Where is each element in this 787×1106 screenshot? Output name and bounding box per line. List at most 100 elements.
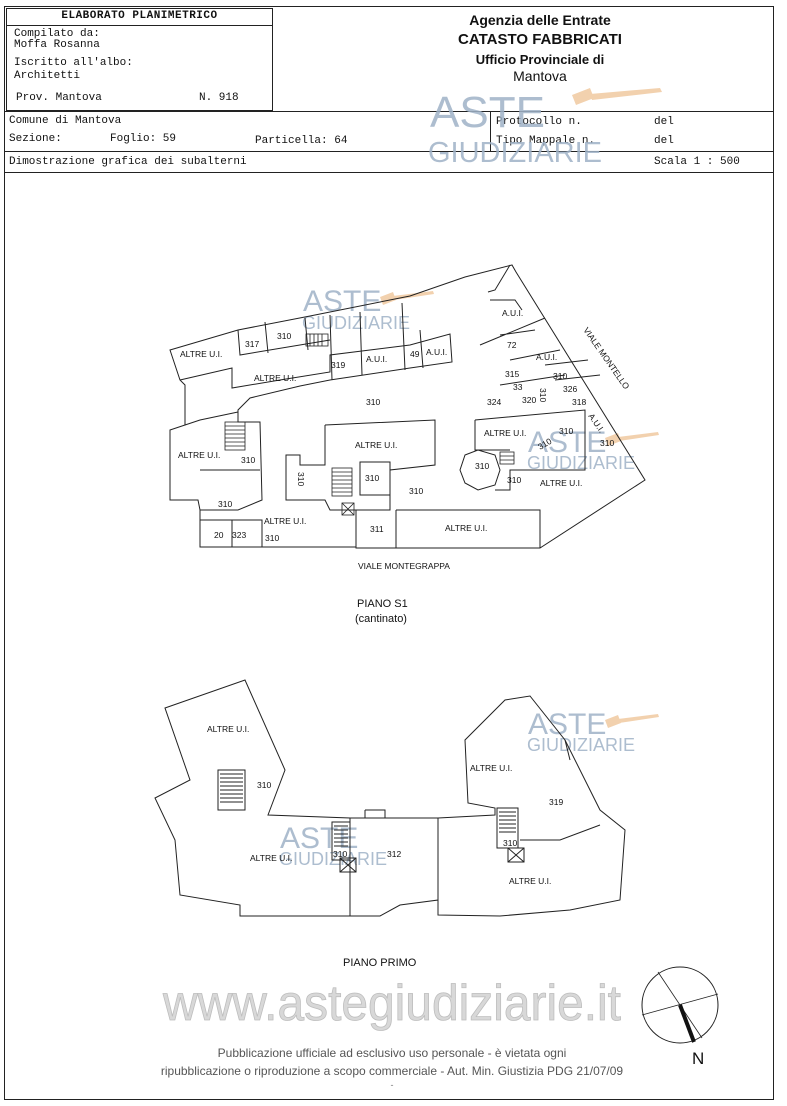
watermark-aste: ASTE xyxy=(528,708,606,741)
compilato-name: Moffa Rosanna xyxy=(14,39,100,51)
comune: Comune di Mantova xyxy=(9,115,122,127)
watermark-giudiziarie: GIUDIZIARIE xyxy=(527,735,635,755)
s1-label-33: 33 xyxy=(513,382,523,392)
dimostrazione: Dimostrazione grafica dei subalterni xyxy=(9,156,247,168)
watermark-giudiziarie: GIUDIZIARIE xyxy=(527,453,635,473)
s1-label-310-r4: 310 xyxy=(600,438,614,448)
s1-label-72: 72 xyxy=(507,340,517,350)
s1-label-320: 320 xyxy=(522,395,536,405)
footer-line-2: ripubblicazione o riproduzione a scopo c… xyxy=(161,1064,624,1078)
s1-label-310-top: 310 xyxy=(277,331,291,341)
s1-label-311: 311 xyxy=(370,524,384,534)
s1-label-310-r1: 310 xyxy=(553,371,567,381)
p1-caption: PIANO PRIMO xyxy=(343,957,417,969)
s1-label-319: 319 xyxy=(331,360,345,370)
footer-dash: - xyxy=(391,1080,394,1090)
p1-label-altre-bl: ALTRE U.I. xyxy=(250,853,292,863)
s1-label-altre-a: ALTRE U.I. xyxy=(180,349,222,359)
s1-label-310-vert: 310 xyxy=(296,472,306,486)
registration-number: N. 918 xyxy=(199,92,239,104)
province: Prov. Mantova xyxy=(16,92,102,104)
s1-subcaption: (cantinato) xyxy=(355,613,407,625)
foglio: Foglio: 59 xyxy=(110,133,177,145)
s1-label-aui-4: A.U.I. xyxy=(536,352,557,362)
s1-label-49: 49 xyxy=(410,349,420,359)
footer-line-1: Pubblicazione ufficiale ad esclusivo uso… xyxy=(218,1046,567,1060)
s1-label-altre-bot: ALTRE U.I. xyxy=(445,523,487,533)
tipo-mappale: Tipo Mappale n. xyxy=(496,135,596,147)
s1-label-310-r5: 310 xyxy=(475,461,489,471)
watermark-giudiziarie: GIUDIZIARIE xyxy=(279,849,387,869)
s1-label-310-r6: 310 xyxy=(507,475,521,485)
s1-caption: PIANO S1 xyxy=(357,598,408,610)
s1-label-altre-r2: ALTRE U.I. xyxy=(540,478,582,488)
street-viale-montello: VIALE MONTELLO xyxy=(581,325,631,391)
site-watermark: www.astegiudiziarie.it xyxy=(162,975,621,1031)
s1-label-315: 315 xyxy=(505,369,519,379)
s1-label-aui-1: A.U.I. xyxy=(366,354,387,364)
watermark-giudiziarie: GIUDIZIARIE xyxy=(428,137,602,169)
compass-north-label: N xyxy=(692,1049,704,1068)
p1-outline-left xyxy=(154,679,351,917)
s1-label-310-rot: 310 xyxy=(538,388,548,402)
gavel-icon xyxy=(380,291,434,305)
watermark-2: ASTE GIUDIZIARIE xyxy=(302,285,434,333)
watermark-aste: ASTE xyxy=(430,88,545,137)
p1-label-310-c: 310 xyxy=(503,838,517,848)
gavel-icon xyxy=(572,88,662,105)
watermark-5: ASTE GIUDIZIARIE xyxy=(279,822,387,869)
s1-label-310-left: 310 xyxy=(241,455,255,465)
s1-label-altre-left: ALTRE U.I. xyxy=(178,450,220,460)
s1-label-323: 323 xyxy=(232,530,246,540)
watermark-3: ASTE GIUDIZIARIE xyxy=(527,426,659,473)
watermark-aste: ASTE xyxy=(528,426,606,459)
s1-label-310-center: 310 xyxy=(366,397,380,407)
del-mappale: del xyxy=(654,135,674,147)
s1-label-altre-mid: ALTRE U.I. xyxy=(355,440,397,450)
s1-label-326: 326 xyxy=(563,384,577,394)
iscritto-value: Architetti xyxy=(14,70,81,82)
watermark-4: ASTE GIUDIZIARIE xyxy=(527,708,659,755)
document-title: ELABORATO PLANIMETRICO xyxy=(61,10,218,22)
watermark-aste: ASTE xyxy=(303,285,381,318)
agency-name: Agenzia delle Entrate xyxy=(469,12,611,28)
particella: Particella: 64 xyxy=(255,135,348,147)
compass-icon: N xyxy=(641,966,719,1068)
s1-label-310-bot: 310 xyxy=(265,533,279,543)
p1-label-319: 319 xyxy=(549,797,563,807)
s1-label-altre-b: ALTRE U.I. xyxy=(254,373,296,383)
p1-label-312: 312 xyxy=(387,849,401,859)
s1-stairs xyxy=(224,333,515,516)
office-line: Ufficio Provinciale di xyxy=(475,52,605,67)
office-city: Mantova xyxy=(513,68,567,84)
p1-outline-center xyxy=(350,817,439,917)
sezione: Sezione: xyxy=(9,133,62,145)
s1-label-altre-low: ALTRE U.I. xyxy=(264,516,306,526)
s1-label-20: 20 xyxy=(214,530,224,540)
p1-label-altre-tr: ALTRE U.I. xyxy=(470,763,512,773)
agency-header: Agenzia delle Entrate CATASTO FABBRICATI… xyxy=(380,12,700,84)
s1-label-324: 324 xyxy=(487,397,501,407)
plan-piano-primo: ALTRE U.I. 310 ALTRE U.I. 310 312 ALTRE … xyxy=(154,679,626,969)
p1-label-altre-tl: ALTRE U.I. xyxy=(207,724,249,734)
compiler-box: ELABORATO PLANIMETRICO Compilato da: Mof… xyxy=(6,8,273,111)
s1-label-310-mid: 310 xyxy=(409,486,423,496)
protocollo: Protocollo n. xyxy=(496,116,582,128)
del-protocollo: del xyxy=(654,116,674,128)
s1-label-318: 318 xyxy=(572,397,586,407)
s1-label-310-box: 310 xyxy=(365,473,379,483)
compilato-label: Compilato da: xyxy=(14,28,100,40)
s1-label-310-r3: 310 xyxy=(559,426,573,436)
scale: Scala 1 : 500 xyxy=(654,156,740,168)
s1-label-aui-2: A.U.I. xyxy=(426,347,447,357)
sheet-frame xyxy=(4,6,774,1100)
street-viale-montegrappa: VIALE MONTEGRAPPA xyxy=(358,561,450,571)
s1-label-aui-3: A.U.I. xyxy=(502,308,523,318)
p1-label-310-b: 310 xyxy=(333,849,347,859)
p1-label-altre-br: ALTRE U.I. xyxy=(509,876,551,886)
watermark-giudiziarie: GIUDIZIARIE xyxy=(302,313,410,333)
s1-label-317: 317 xyxy=(245,339,259,349)
watermark-1: ASTE GIUDIZIARIE xyxy=(428,88,662,169)
iscritto-label: Iscritto all'albo: xyxy=(14,57,133,69)
